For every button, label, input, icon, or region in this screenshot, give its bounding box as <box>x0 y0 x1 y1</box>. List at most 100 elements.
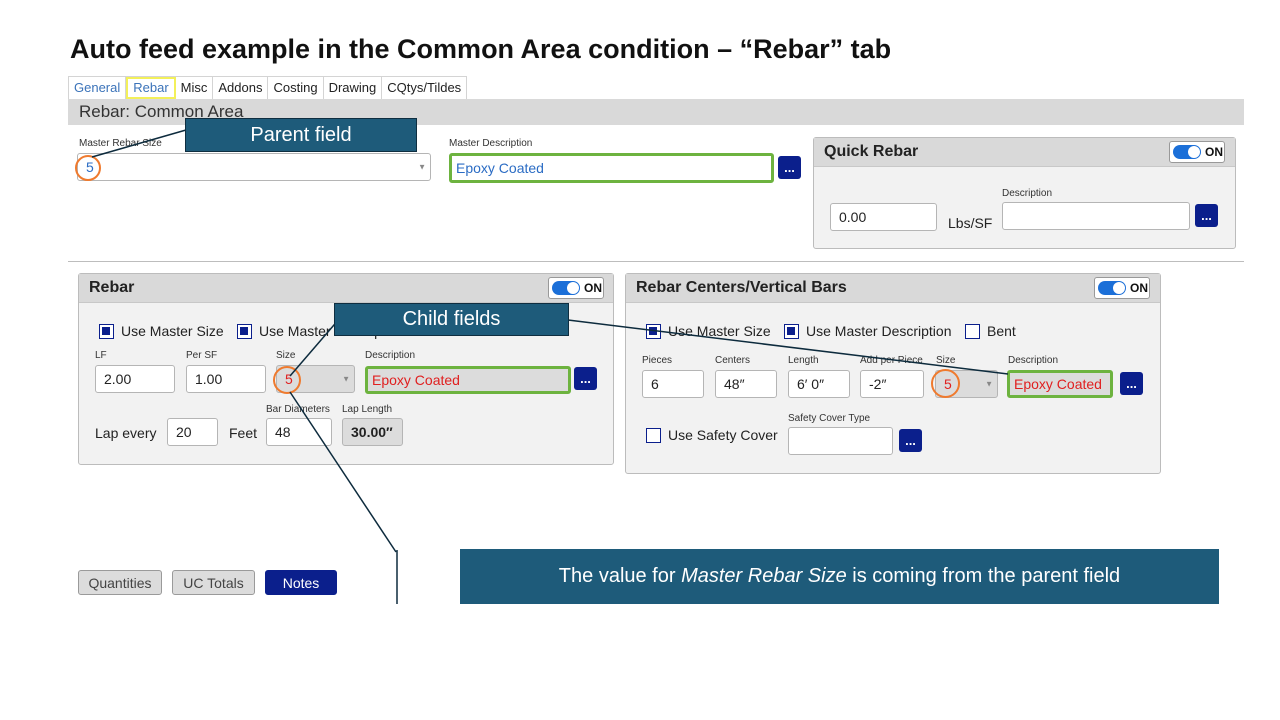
toggle-state-label: ON <box>1205 145 1223 159</box>
explanation-text-start: The value for <box>558 565 682 587</box>
tab-drawing[interactable]: Drawing <box>323 77 383 99</box>
rebar-use-master-size-checkbox[interactable]: Use Master Size <box>99 323 224 339</box>
child-connector-line-left <box>289 317 341 377</box>
centers-label: Centers <box>715 355 751 366</box>
chevron-down-icon: ▼ <box>342 374 350 384</box>
explanation-text-emphasis: Master Rebar Size <box>681 565 847 587</box>
child-field-highlight <box>931 369 960 398</box>
parent-field-highlight <box>75 155 101 181</box>
checkbox-checked <box>99 323 114 339</box>
safety-cover-type-label: Safety Cover Type <box>788 413 871 424</box>
toggle-track <box>1173 145 1201 159</box>
feet-label: Feet <box>229 425 258 441</box>
centers-description-label: Description <box>1008 355 1059 366</box>
rebar-title: Rebar <box>89 279 135 296</box>
toggle-knob <box>1188 146 1200 158</box>
rebar-centers-header <box>626 274 1160 303</box>
toggle-knob <box>1113 282 1125 294</box>
add-per-piece-label: Add per Piece <box>860 355 923 366</box>
lap-length-value: 30.00″ <box>342 418 403 446</box>
rebar-description-picker-button[interactable]: ... <box>574 367 597 390</box>
bent-checkbox[interactable]: Bent <box>965 323 1016 339</box>
parent-connector-line <box>91 129 187 158</box>
lap-every-label: Lap every <box>95 425 157 441</box>
chevron-down-icon: ▼ <box>985 379 993 389</box>
centers-use-master-description-checkbox[interactable]: Use Master Description <box>784 323 952 339</box>
master-description-picker-button[interactable]: ... <box>778 156 801 179</box>
uc-totals-button[interactable]: UC Totals <box>172 570 255 595</box>
checkbox-label: Use Safety Cover <box>668 427 778 443</box>
bar-diameters-input[interactable]: 48 <box>266 418 332 446</box>
quick-rebar-unit: Lbs/SF <box>948 215 993 231</box>
tab-addons[interactable]: Addons <box>213 77 269 99</box>
quick-rebar-panel: Quick Rebar ON 0.00 Lbs/SF Description .… <box>813 137 1236 249</box>
rebar-header <box>79 274 613 303</box>
checkbox-label: Bent <box>987 323 1016 339</box>
rebar-centers-toggle[interactable]: ON <box>1094 277 1150 299</box>
rebar-size-label: Size <box>276 350 296 361</box>
checkbox-unchecked <box>646 427 661 443</box>
master-description-input[interactable]: Epoxy Coated <box>449 153 774 183</box>
notes-button[interactable]: Notes <box>265 570 337 595</box>
quick-rebar-title: Quick Rebar <box>824 143 919 160</box>
tab-rebar[interactable]: Rebar <box>126 77 176 99</box>
chevron-down-icon: ▼ <box>418 162 426 172</box>
rebar-description-input[interactable]: Epoxy Coated <box>365 366 571 394</box>
centers-description-input[interactable]: Epoxy Coated <box>1007 370 1113 398</box>
checkbox-label: Use Master Size <box>121 323 224 339</box>
safety-cover-picker-button[interactable]: ... <box>899 429 922 452</box>
quantities-button[interactable]: Quantities <box>78 570 162 595</box>
quick-rebar-description-input[interactable] <box>1002 202 1190 230</box>
lap-length-label: Lap Length <box>342 404 393 415</box>
quick-rebar-header <box>814 138 1235 167</box>
bottom-connector-line <box>289 391 397 553</box>
use-safety-cover-checkbox[interactable]: Use Safety Cover <box>646 427 778 443</box>
pieces-label: Pieces <box>642 355 673 366</box>
centers-size-label: Size <box>936 355 956 366</box>
explanation-callout: The value for Master Rebar Size is comin… <box>460 549 1219 604</box>
checkbox-label: Use Master Description <box>806 323 952 339</box>
quick-rebar-toggle[interactable]: ON <box>1169 141 1225 163</box>
rebar-per-sf-label: Per SF <box>186 350 218 361</box>
tab-costing[interactable]: Costing <box>268 77 324 99</box>
rebar-lf-input[interactable]: 2.00 <box>95 365 175 393</box>
quick-rebar-value-input[interactable]: 0.00 <box>830 203 937 231</box>
safety-cover-type-input[interactable] <box>788 427 893 455</box>
section-divider <box>68 261 1244 262</box>
checkbox-checked <box>784 323 799 339</box>
child-field-highlight <box>273 366 301 394</box>
explanation-text-end: is coming from the parent field <box>846 565 1121 587</box>
quick-rebar-picker-button[interactable]: ... <box>1195 204 1218 227</box>
rebar-toggle[interactable]: ON <box>548 277 604 299</box>
bar-diameters-label: Bar Diameters <box>266 404 330 415</box>
toggle-track <box>1098 281 1126 295</box>
slide-title: Auto feed example in the Common Area con… <box>70 34 892 64</box>
tab-cqtys-tildes[interactable]: CQtys/Tildes <box>382 77 468 99</box>
child-connector-line-right <box>567 319 1009 375</box>
add-per-piece-input[interactable]: -2″ <box>860 370 924 398</box>
pieces-input[interactable]: 6 <box>642 370 704 398</box>
centers-input[interactable]: 48″ <box>715 370 777 398</box>
toggle-knob <box>567 282 579 294</box>
checkbox-unchecked <box>965 323 980 339</box>
rebar-centers-title: Rebar Centers/Vertical Bars <box>636 279 847 296</box>
master-rebar-size-select[interactable]: 5 ▼ <box>77 153 431 181</box>
lap-every-input[interactable]: 20 <box>167 418 218 446</box>
rebar-centers-panel: Rebar Centers/Vertical Bars ON Use Maste… <box>625 273 1161 474</box>
rebar-description-label: Description <box>365 350 416 361</box>
rebar-lf-label: LF <box>95 350 107 361</box>
tab-misc[interactable]: Misc <box>175 77 214 99</box>
checkbox-checked <box>237 323 252 339</box>
length-input[interactable]: 6′ 0″ <box>788 370 850 398</box>
centers-description-picker-button[interactable]: ... <box>1120 372 1143 395</box>
length-label: Length <box>788 355 819 366</box>
toggle-state-label: ON <box>584 281 602 295</box>
tab-bar: General Rebar Misc Addons Costing Drawin… <box>68 76 468 100</box>
master-rebar-size-label: Master Rebar Size <box>79 138 162 149</box>
rebar-per-sf-input[interactable]: 1.00 <box>186 365 266 393</box>
tab-general[interactable]: General <box>69 77 127 99</box>
section-title: Rebar: Common Area <box>79 102 244 121</box>
master-description-label: Master Description <box>449 138 533 149</box>
parent-field-callout: Parent field <box>185 118 417 152</box>
